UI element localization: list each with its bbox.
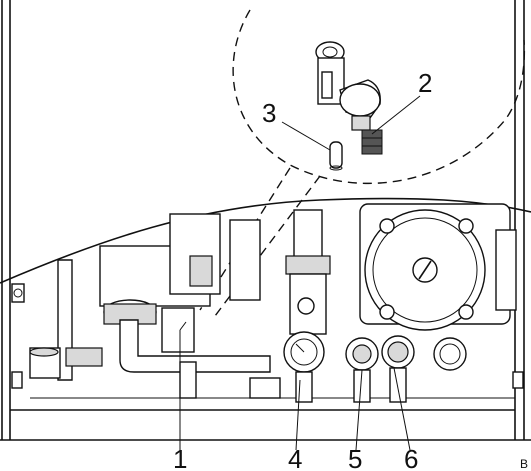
callout-4: 4 [288, 444, 302, 471]
detail-pin [329, 141, 343, 171]
boiler-casing [0, 0, 531, 441]
callout-1: 1 [173, 444, 187, 471]
callout-3: 3 [262, 98, 276, 128]
detail-valve [315, 41, 383, 155]
component-4-gauge [283, 331, 325, 403]
gas-valve-block [99, 213, 261, 353]
component-6-valve [381, 335, 467, 403]
callout-5: 5 [348, 444, 362, 471]
circulating-pump [359, 203, 517, 331]
left-pipework [29, 259, 281, 399]
callout-6: 6 [404, 444, 418, 471]
centre-pipe [285, 209, 331, 335]
leader-lines [179, 95, 421, 451]
component-5-valve [345, 337, 379, 403]
detail-magnifier-outline [232, 9, 526, 184]
callout-2: 2 [418, 68, 432, 98]
corner-mark: B [520, 457, 528, 471]
